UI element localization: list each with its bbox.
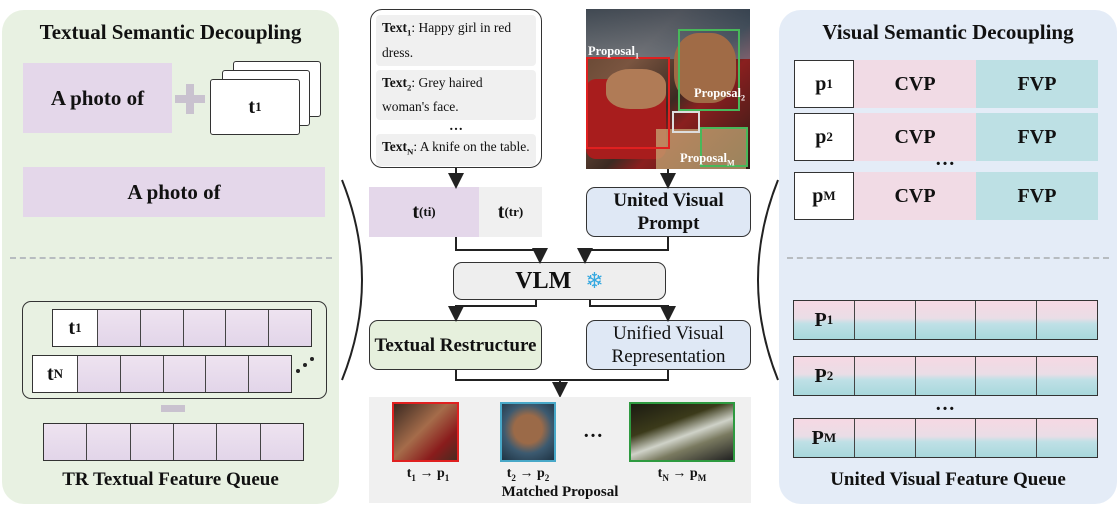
proposal-1-label: Proposal1 [588,44,640,61]
tr-queue-title: TR Textual Feature Queue [62,469,279,490]
textual-queue-container [22,301,327,399]
ellipsis-diagonal-icon [296,357,314,373]
proposal-m-box [700,127,748,167]
prompt-prefix-long-box: A photo of [23,167,325,217]
proposal-m-label: ProposalM [680,151,735,168]
cvp-cell: CVP [854,113,976,161]
united-visual-prompt-node: United Visual Prompt [586,187,751,237]
match-label-1: t1 → p1 [406,466,450,483]
proposal-small-box [672,111,700,133]
matched-image-2 [500,402,556,462]
textual-restructure-node: Textual Restructure [369,320,542,370]
unified-visual-representation-node: Unified Visual Representation [586,320,751,370]
fvp-cell: FVP [976,172,1098,220]
tr-textual-feature-queue [43,423,304,461]
matched-proposal-title: Matched Proposal [501,484,619,500]
proposal-image: Proposal1 Proposal2 ProposalM [586,9,750,169]
text-item-1: Text1: Happy girl in red dress. [376,15,536,66]
matched-ellipsis: … [583,420,603,442]
minus-icon [161,405,185,412]
fvp-cell: FVP [976,113,1098,161]
proposal-2-label: Proposal2 [694,86,746,103]
curve-separators [341,179,779,381]
vlm-node: VLM ❄ [453,262,666,300]
cvp-cell: CVP [854,172,976,220]
match-label-n: tN → pM [657,466,707,483]
united-queue-title: United Visual Feature Queue [830,469,1066,490]
left-panel-title: Textual Semantic Decoupling [39,20,302,44]
text-item-n: TextN: A knife on the table. [376,134,536,167]
fvp-cell: FVP [976,60,1098,108]
text-list-box: Text1: Happy girl in red dress. Text2: G… [370,9,542,168]
right-divider [787,257,1109,259]
matched-image-n [629,402,735,462]
match-label-2: t2 → p2 [506,466,550,483]
plus-icon [175,84,205,114]
vlm-label: VLM [515,267,572,294]
proposal-2-box [678,29,740,111]
t-tr-box: t(tr) [479,187,542,237]
proposal-1-box [586,57,670,149]
t-ti-box: t(ti) [369,187,479,237]
text-item-2: Text2: Grey haired woman's face. [376,69,536,121]
right-panel-title: Visual Semantic Decoupling [822,20,1074,44]
cvp-cell: CVP [854,60,976,108]
matched-image-1 [392,402,459,462]
visual-rows-ellipsis: … [935,148,955,170]
visual-queue-ellipsis: … [935,393,955,415]
text-list-ellipsis: … [449,119,463,135]
left-divider [10,257,332,259]
snowflake-icon: ❄ [585,268,604,293]
prompt-prefix-box: A photo of [23,63,172,133]
